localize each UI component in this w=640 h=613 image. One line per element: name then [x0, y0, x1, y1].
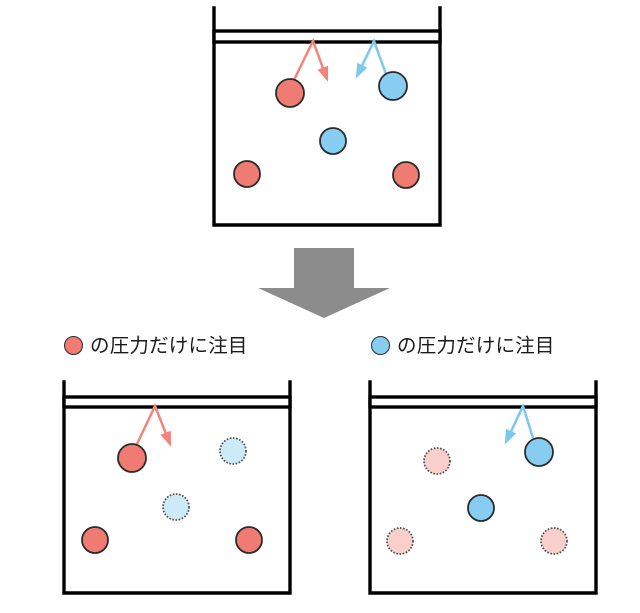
particle-red-solid — [275, 78, 305, 108]
label-red-focus: の圧力だけに注目 — [64, 336, 248, 356]
container-walls — [212, 6, 442, 227]
particle-red-solid — [81, 526, 109, 554]
red-gas-only-container — [62, 380, 292, 595]
particle-blue-solid — [467, 494, 495, 522]
container-lid — [212, 29, 442, 44]
red-particle-marker — [64, 336, 83, 356]
container-walls — [62, 380, 292, 595]
particle-blue-solid — [524, 437, 554, 467]
blue-gas-only-container — [368, 380, 598, 595]
bounce-arrow-path — [135, 402, 172, 445]
particle-blue-solid — [378, 71, 408, 101]
bounce-arrow-head — [504, 428, 517, 445]
bounce-arrow-head — [317, 65, 329, 82]
transition-down-arrow — [258, 248, 390, 318]
label-blue-focus-text: の圧力だけに注目 — [397, 334, 555, 357]
particle-blue-faded — [219, 437, 247, 465]
bounce-arrow-head — [355, 62, 368, 79]
mixed-gas-container — [212, 6, 442, 227]
container-walls — [368, 380, 598, 595]
bounce-arrow-red — [292, 37, 329, 82]
bounce-arrow-head — [160, 430, 172, 447]
particle-red-faded — [423, 447, 451, 475]
blue-particle-marker — [371, 336, 390, 356]
bounce-arrow-blue — [504, 402, 535, 445]
label-red-focus-text: の圧力だけに注目 — [90, 334, 248, 357]
particle-red-solid — [392, 161, 420, 189]
particle-red-solid — [233, 160, 261, 188]
bounce-arrow-path — [292, 37, 329, 81]
container-lid — [62, 395, 292, 409]
container-lid — [368, 395, 598, 409]
particle-red-solid — [117, 443, 147, 473]
label-blue-focus: の圧力だけに注目 — [371, 336, 555, 356]
particle-red-solid — [235, 526, 263, 554]
bounce-arrow-path — [355, 37, 388, 77]
bounce-arrow-red — [135, 402, 172, 447]
particle-red-faded — [386, 527, 414, 555]
particle-red-faded — [540, 527, 568, 555]
bounce-arrow-blue — [355, 37, 388, 79]
bounce-arrow-path — [504, 402, 535, 443]
particle-blue-faded — [162, 493, 190, 521]
particle-blue-solid — [319, 127, 347, 155]
